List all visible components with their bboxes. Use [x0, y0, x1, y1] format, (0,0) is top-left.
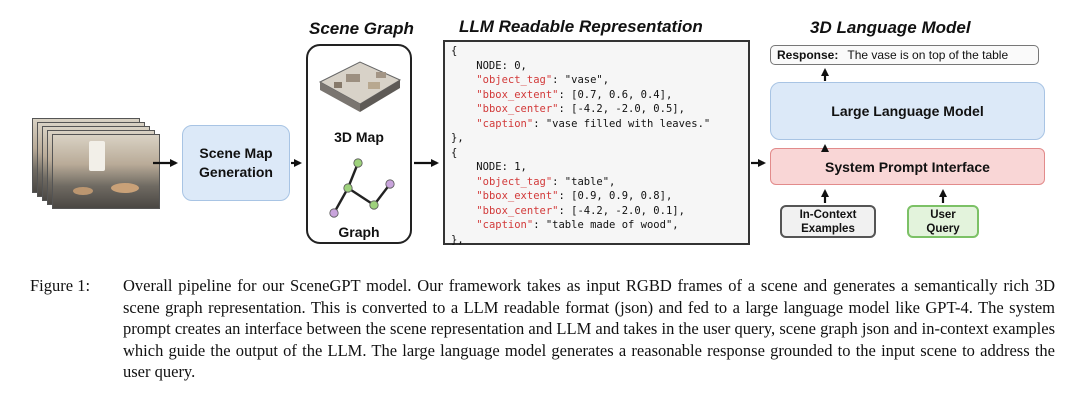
graph-node: [353, 158, 363, 168]
in-context-examples-box: In-Context Examples: [780, 205, 876, 238]
response-box: Response: The vase is on top of the tabl…: [770, 45, 1039, 65]
code-line: "bbox_extent": [0.7, 0.6, 0.4],: [476, 88, 673, 101]
response-text: The vase is on top of the table: [847, 48, 1009, 62]
json-code: { NODE: 0, "object_tag": "vase", "bbox_e…: [451, 44, 710, 247]
system-prompt-interface-box: System Prompt Interface: [770, 148, 1045, 185]
in-context-line1: In-Context: [799, 208, 857, 221]
caption-label: Figure 1:: [30, 276, 91, 295]
graph-label: Graph: [338, 224, 380, 240]
3d-map-label: 3D Map: [334, 129, 384, 145]
llm-readable-header: LLM Readable Representation: [459, 17, 703, 36]
code-line: },: [451, 132, 464, 144]
graph-node: [343, 183, 353, 193]
graph-node: [329, 208, 339, 218]
code-line: "object_tag": "vase",: [476, 74, 610, 86]
in-context-line2: Examples: [801, 222, 855, 235]
scene-graph-header: Scene Graph: [309, 19, 414, 38]
code-line: "bbox_extent": [0.9, 0.9, 0.8],: [476, 190, 673, 202]
code-line: },: [451, 233, 464, 246]
user-query-line1: User: [930, 208, 956, 221]
json-code-panel: { NODE: 0, "object_tag": "vase", "bbox_e…: [443, 40, 750, 247]
scene-map-generation-box: Scene Map Generation: [182, 125, 290, 201]
graph-diagram: [329, 158, 395, 218]
code-line: {: [451, 45, 458, 57]
scene-graph-panel: 3D Map Graph: [306, 44, 412, 244]
code-line: "caption": "table made of wood",: [476, 219, 679, 231]
user-query-box: User Query: [907, 205, 979, 238]
input-frame-front: [52, 134, 160, 209]
arrows-layer: [153, 68, 947, 203]
code-line: "bbox_center": [-4.2, -2.0, 0.5],: [476, 103, 685, 115]
code-line: NODE: 0,: [451, 59, 527, 72]
user-query-line2: Query: [926, 222, 960, 235]
lang-model-header: 3D Language Model: [810, 18, 971, 37]
graph-node: [385, 179, 395, 189]
input-frames: [32, 118, 172, 213]
code-line: "object_tag": "table",: [476, 175, 616, 188]
graph-node: [369, 200, 379, 210]
scene-map-line1: Scene Map: [199, 145, 273, 161]
large-language-model-box: Large Language Model: [770, 82, 1045, 140]
code-line: NODE: 1,: [451, 161, 527, 173]
3d-map-image: [318, 61, 402, 112]
scene-map-line2: Generation: [199, 164, 273, 180]
caption-text: Overall pipeline for our SceneGPT model.…: [123, 276, 1055, 381]
code-line: {: [451, 146, 458, 159]
code-line: "caption": "vase filled with leaves.": [476, 117, 711, 130]
response-label: Response:: [777, 48, 839, 62]
code-line: "bbox_center": [-4.2, -2.0, 0.1],: [476, 204, 685, 217]
